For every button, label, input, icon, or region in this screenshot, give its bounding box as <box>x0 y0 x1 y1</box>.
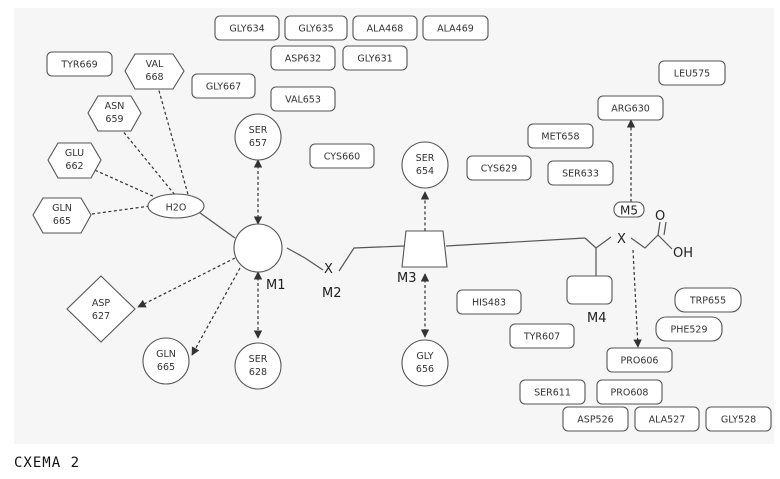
residue-cys629: CYS629 <box>467 156 531 180</box>
residue-label: SER633 <box>562 169 599 180</box>
residue-gly634: GLY634 <box>215 16 279 40</box>
m4-label: M4 <box>587 311 607 326</box>
residue-ser628: SER 628 <box>235 343 281 389</box>
residue-number: 665 <box>157 362 175 373</box>
residue-asp627: ASP 627 <box>67 276 135 342</box>
residue-glu662: GLU 662 <box>48 143 101 178</box>
linker-x-label: X <box>324 262 333 277</box>
hydroxyl-oh-label: OH <box>673 246 693 261</box>
residue-gln665-top: GLN 665 <box>33 198 91 233</box>
residue-label: GLU <box>65 148 84 159</box>
scheme-caption: CXEMA 2 <box>14 455 80 471</box>
residue-ser657: SER 657 <box>235 114 281 160</box>
m1-label: M1 <box>266 278 286 293</box>
residue-label: ALA468 <box>367 24 404 35</box>
side-x-label: X <box>617 232 626 247</box>
residue-gly528: GLY528 <box>706 407 771 431</box>
residue-label: GLN <box>156 349 176 360</box>
residue-trp655: TRP655 <box>675 288 741 312</box>
residue-number: 628 <box>249 367 267 378</box>
residue-leu575: LEU575 <box>659 61 725 85</box>
residue-label: GLY667 <box>206 82 241 93</box>
residue-number: 654 <box>416 166 434 177</box>
residue-asn659: ASN 659 <box>88 96 141 131</box>
residue-number: 657 <box>249 138 267 149</box>
m3-label: M3 <box>397 271 417 286</box>
residue-number: 659 <box>105 114 123 125</box>
residue-label: MET658 <box>541 132 579 143</box>
residue-val668: VAL 668 <box>125 54 184 89</box>
residue-label: SER611 <box>534 388 571 399</box>
residue-label: ASN <box>105 101 125 112</box>
residue-tyr607: TYR607 <box>510 324 574 348</box>
residue-asp526: ASP526 <box>563 407 628 431</box>
residue-label: GLY634 <box>229 24 264 35</box>
residue-label: ASP526 <box>577 415 613 426</box>
residue-cys660: CYS660 <box>310 144 374 168</box>
residue-val653: VAL653 <box>271 87 335 111</box>
residue-label: PRO608 <box>611 388 649 399</box>
m3-trapezoid <box>402 231 447 267</box>
residue-label: GLN <box>52 203 72 214</box>
residue-ser633: SER633 <box>548 161 613 185</box>
residue-label: PRO606 <box>621 356 659 367</box>
residue-ala469: ALA469 <box>423 16 488 40</box>
residue-ala468: ALA468 <box>353 16 417 40</box>
residue-number: 627 <box>92 311 110 322</box>
water-h2o: H2O <box>148 194 204 218</box>
residue-gly667: GLY667 <box>192 74 255 98</box>
residue-label: TYR607 <box>523 332 560 343</box>
residue-label: CYS629 <box>481 164 517 175</box>
residue-number: 662 <box>65 161 83 172</box>
residue-label: TYR669 <box>60 60 97 71</box>
residue-his483: HIS483 <box>457 290 521 314</box>
water-label: H2O <box>166 203 187 214</box>
residue-ala527: ALA527 <box>635 407 699 431</box>
residue-label: ALA469 <box>437 24 474 35</box>
residue-label: CYS660 <box>324 152 360 163</box>
residue-gln665-bottom: GLN 665 <box>143 338 189 384</box>
residue-gly656: GLY 656 <box>402 340 448 386</box>
residue-phe529: PHE529 <box>656 317 722 341</box>
residue-number: 656 <box>416 364 434 375</box>
residue-label: GLY635 <box>298 24 333 35</box>
residue-label: SER <box>249 125 268 136</box>
residue-label: ALA527 <box>649 415 686 426</box>
residue-label: SER <box>249 354 268 365</box>
residue-ser611: SER611 <box>520 380 585 404</box>
residue-pro608: PRO608 <box>597 380 662 404</box>
residue-label: HIS483 <box>472 298 506 309</box>
residue-label: SER <box>416 153 435 164</box>
m4-box <box>567 276 612 304</box>
residue-asp632: ASP632 <box>271 46 335 70</box>
residue-label: VAL653 <box>285 95 321 106</box>
residue-label: GLY528 <box>721 415 756 426</box>
residue-label: TRP655 <box>689 296 726 307</box>
residue-ser654: SER 654 <box>402 142 448 188</box>
residue-pro606: PRO606 <box>607 348 672 372</box>
m1-ring <box>234 224 282 272</box>
residue-label: VAL <box>146 59 164 70</box>
residue-label: LEU575 <box>674 69 710 80</box>
residue-number: 665 <box>53 216 71 227</box>
carbonyl-o-label: O <box>655 209 665 224</box>
residue-label: PHE529 <box>670 325 707 336</box>
residue-arg630: ARG630 <box>598 96 663 120</box>
residue-met658: MET658 <box>528 124 593 148</box>
m5-marker: M5 <box>614 202 644 218</box>
residue-label: ASP632 <box>285 54 321 65</box>
residue-gly631: GLY631 <box>343 46 407 70</box>
residue-tyr669: TYR669 <box>47 52 112 76</box>
residue-label: GLY631 <box>357 54 392 65</box>
residue-label: ASP <box>92 298 111 309</box>
residue-number: 668 <box>145 72 163 83</box>
residue-label: ARG630 <box>611 104 650 115</box>
m2-label: M2 <box>322 286 342 301</box>
residue-label: GLY <box>416 351 433 362</box>
residue-gly635: GLY635 <box>285 16 347 40</box>
m5-label: M5 <box>620 204 638 218</box>
